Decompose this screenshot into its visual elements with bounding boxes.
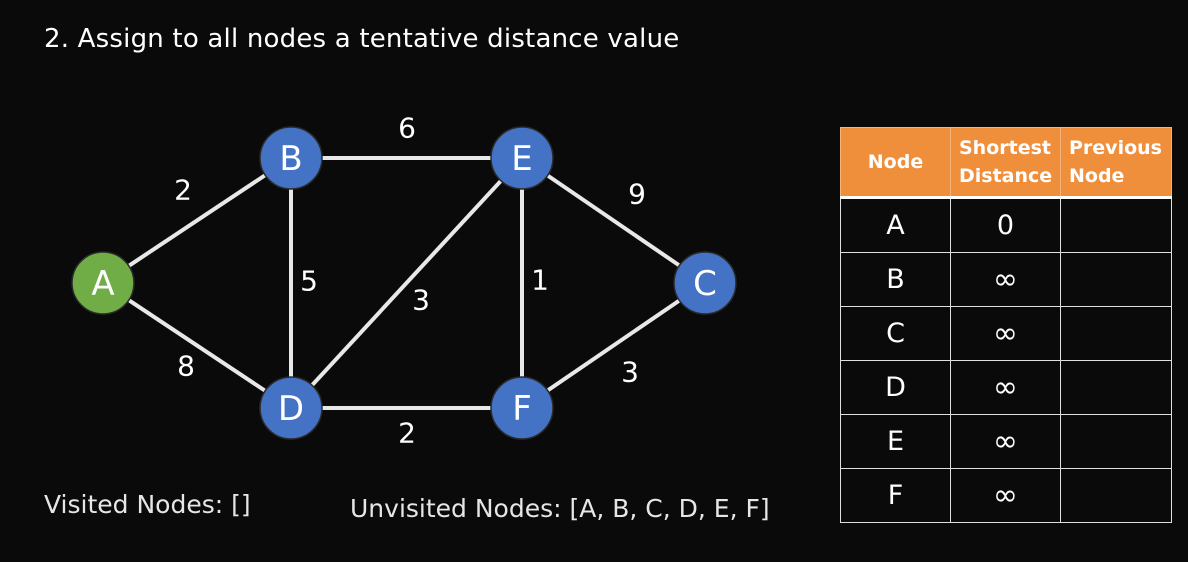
row-distance-cell: ∞: [950, 468, 1061, 523]
edge-d-e: [289, 156, 524, 410]
row-node-cell: E: [840, 414, 951, 469]
edge-weight-b-d: 5: [300, 265, 318, 298]
edge-weight-d-f: 2: [398, 417, 416, 450]
header-previous-line2: Node: [1069, 165, 1125, 187]
row-node-cell: F: [840, 468, 951, 523]
row-node-cell: C: [840, 306, 951, 361]
row-distance-cell: 0: [950, 197, 1061, 253]
table-row: D ∞: [840, 360, 1172, 415]
row-previous-cell: [1060, 468, 1172, 523]
graph-edges: [101, 156, 707, 410]
row-distance-cell: ∞: [950, 306, 1061, 361]
graph-nodes: A B C D E F: [71, 126, 737, 440]
edge-f-c: [520, 281, 707, 410]
row-previous-cell: [1060, 197, 1172, 253]
row-previous-cell: [1060, 414, 1172, 469]
node-label: C: [693, 264, 717, 304]
row-distance-cell: ∞: [950, 252, 1061, 307]
edge-weight-e-f: 1: [531, 264, 549, 297]
row-previous-cell: [1060, 360, 1172, 415]
node-label: E: [511, 139, 532, 179]
node-label: B: [279, 139, 302, 179]
edge-a-d: [101, 281, 293, 410]
node-b: B: [259, 126, 323, 190]
node-circle: [490, 376, 554, 440]
table-row: F ∞: [840, 468, 1172, 523]
edge-weight-a-d: 8: [177, 350, 195, 383]
distance-table: Node Shortest Distance Previous Node A 0…: [840, 127, 1172, 523]
graph-edge-weights: 2 8 6 5 3 1 9 2 3: [174, 112, 646, 450]
header-node: Node: [840, 127, 951, 199]
table-row: E ∞: [840, 414, 1172, 469]
row-node-cell: A: [840, 197, 951, 253]
node-a: A: [71, 251, 135, 315]
edge-weight-e-c: 9: [628, 178, 646, 211]
row-node-cell: B: [840, 252, 951, 307]
row-distance-cell: ∞: [950, 414, 1061, 469]
visited-nodes-text: Visited Nodes: []: [44, 490, 251, 519]
row-previous-cell: [1060, 306, 1172, 361]
table-row: C ∞: [840, 306, 1172, 361]
node-e: E: [490, 126, 554, 190]
node-circle: [259, 126, 323, 190]
header-distance-line1: Shortest: [959, 137, 1051, 159]
slide-title: 2. Assign to all nodes a tentative dista…: [44, 24, 680, 54]
row-node-cell: D: [840, 360, 951, 415]
node-c: C: [673, 251, 737, 315]
node-d: D: [259, 376, 323, 440]
edge-weight-f-c: 3: [621, 356, 639, 389]
header-node-label: Node: [867, 151, 924, 173]
row-distance-cell: ∞: [950, 360, 1061, 415]
edge-weight-d-e: 3: [412, 284, 430, 317]
row-previous-cell: [1060, 252, 1172, 307]
header-shortest-distance: Shortest Distance: [950, 127, 1061, 199]
node-f: F: [490, 376, 554, 440]
node-circle: [490, 126, 554, 190]
header-previous-node: Previous Node: [1060, 127, 1172, 199]
edge-e-c: [520, 156, 707, 285]
header-previous-line1: Previous: [1069, 137, 1162, 159]
distance-table-header-row: Node Shortest Distance Previous Node: [840, 127, 1172, 199]
node-label: A: [91, 264, 114, 304]
header-distance-line2: Distance: [959, 165, 1053, 187]
edge-weight-a-b: 2: [174, 174, 192, 207]
node-circle: [71, 251, 135, 315]
unvisited-nodes-text: Unvisited Nodes: [A, B, C, D, E, F]: [350, 494, 770, 523]
edge-a-b: [101, 156, 293, 285]
node-circle: [259, 376, 323, 440]
graph-diagram: 2 8 6 5 3 1 9 2 3 A B C D E F: [71, 112, 737, 450]
edge-weight-b-e: 6: [398, 112, 416, 145]
node-label: F: [512, 389, 532, 429]
table-row: B ∞: [840, 252, 1172, 307]
table-row: A 0: [840, 197, 1172, 253]
node-circle: [673, 251, 737, 315]
node-label: D: [278, 389, 304, 429]
